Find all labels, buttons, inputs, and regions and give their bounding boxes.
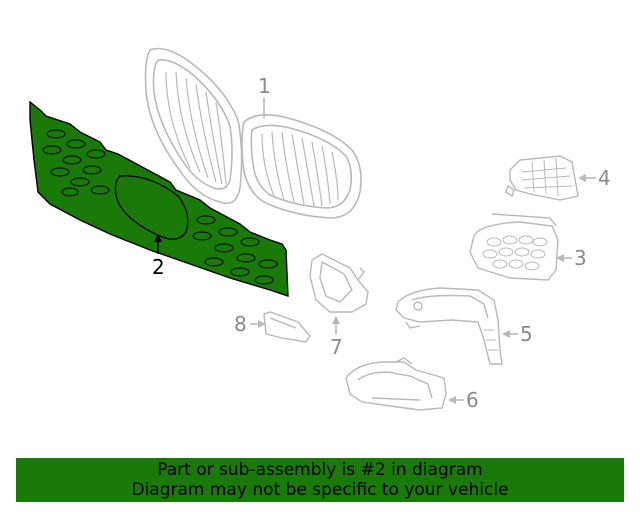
callout-label-5: 5 xyxy=(520,322,533,346)
callout-arrow-4 xyxy=(578,174,586,182)
part-2-lower-grille xyxy=(29,100,289,297)
part-7-air-duct xyxy=(309,253,369,313)
callout-label-8: 8 xyxy=(234,312,247,336)
info-banner: Part or sub-assembly is #2 in diagram Di… xyxy=(16,458,624,502)
callout-arrow-8 xyxy=(258,320,266,328)
part-3-side-grille xyxy=(469,213,559,281)
callout-label-6: 6 xyxy=(466,388,479,412)
callout-arrow-5 xyxy=(502,330,510,338)
callout-arrow-2 xyxy=(154,234,162,242)
callout-label-4: 4 xyxy=(598,166,611,190)
callout-arrow-7 xyxy=(332,316,340,324)
banner-line-1: Part or sub-assembly is #2 in diagram xyxy=(157,460,483,480)
callout-arrow-3 xyxy=(556,254,564,262)
callout-label-7: 7 xyxy=(330,335,343,359)
part-1-kidney-grille xyxy=(144,47,362,219)
banner-line-2: Diagram may not be specific to your vehi… xyxy=(131,480,509,500)
part-4-trim-insert xyxy=(505,155,579,201)
callout-label-1: 1 xyxy=(258,74,271,98)
callout-label-2: 2 xyxy=(152,255,165,279)
part-8-trim-cover xyxy=(263,311,311,343)
part-5-fog-lamp-bezel xyxy=(395,287,503,365)
parts-diagram: 1 2 4 xyxy=(29,47,611,412)
callout-label-3: 3 xyxy=(574,246,587,270)
callout-arrow-6 xyxy=(448,396,456,404)
part-6-lower-bezel xyxy=(345,357,447,411)
